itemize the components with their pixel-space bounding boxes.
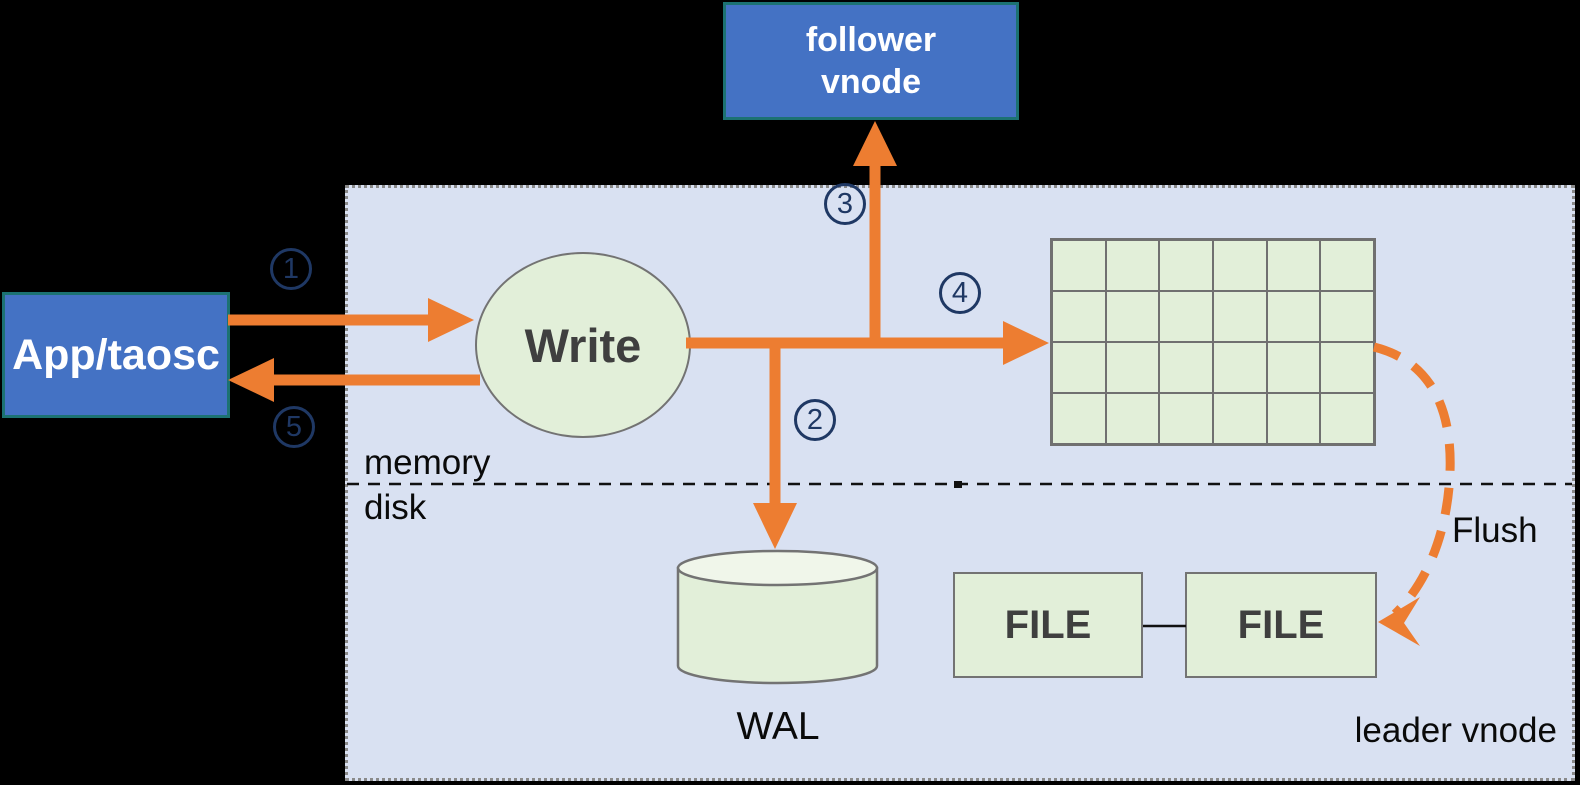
leader-vnode-label: leader vnode bbox=[1354, 711, 1557, 750]
mem-table-grid bbox=[1050, 238, 1376, 446]
mem-table-cell bbox=[1052, 291, 1106, 342]
mem-table-cell bbox=[1266, 291, 1321, 342]
flush-label: Flush bbox=[1452, 511, 1538, 550]
step-2-badge: 2 bbox=[794, 399, 836, 441]
mem-table-cell bbox=[1320, 240, 1374, 291]
mem-table-cell bbox=[1159, 342, 1213, 393]
disk-label: disk bbox=[364, 488, 427, 527]
mem-table-cell bbox=[1266, 342, 1321, 393]
mem-table-cell bbox=[1266, 393, 1321, 444]
file-right-label: FILE bbox=[1237, 602, 1325, 647]
mem-table-cell bbox=[1320, 342, 1374, 393]
mem-table-cell bbox=[1159, 240, 1213, 291]
memory-label: memory bbox=[364, 443, 491, 482]
mem-table-cell bbox=[1213, 291, 1267, 342]
wal-label: WAL bbox=[736, 705, 820, 748]
mem-table-cell bbox=[1213, 393, 1267, 444]
mem-table-cell bbox=[1159, 291, 1213, 342]
file-box-right: FILE bbox=[1185, 572, 1377, 678]
file-left-label: FILE bbox=[1004, 602, 1092, 647]
step-4-badge: 4 bbox=[939, 272, 981, 314]
step-1-badge: 1 bbox=[270, 248, 312, 290]
mem-table-cell bbox=[1320, 393, 1374, 444]
mem-table-cell bbox=[1052, 393, 1106, 444]
step-3-badge: 3 bbox=[824, 183, 866, 225]
app-taosc-box: App/taosc bbox=[2, 292, 230, 418]
mem-table-cell bbox=[1105, 342, 1160, 393]
mem-table-cell bbox=[1159, 393, 1213, 444]
mem-table-cell bbox=[1105, 240, 1160, 291]
mem-table-cell bbox=[1105, 393, 1160, 444]
mem-table-cell bbox=[1320, 291, 1374, 342]
mem-table-cell bbox=[1266, 240, 1321, 291]
mem-table-cell bbox=[1213, 342, 1267, 393]
mem-table-cell bbox=[1213, 240, 1267, 291]
step-5-badge: 5 bbox=[273, 406, 315, 448]
mem-table-cell bbox=[1052, 342, 1106, 393]
mem-table-cell bbox=[1052, 240, 1106, 291]
mem-table-cell bbox=[1105, 291, 1160, 342]
app-taosc-label: App/taosc bbox=[12, 330, 220, 379]
write-module-ellipse: Write bbox=[475, 252, 691, 438]
follower-vnode-label-line1: follower bbox=[805, 21, 937, 59]
file-box-left: FILE bbox=[953, 572, 1143, 678]
follower-vnode-label-line2: vnode bbox=[820, 63, 922, 101]
write-label: Write bbox=[524, 318, 642, 372]
follower-vnode-box: follower vnode bbox=[723, 2, 1019, 120]
